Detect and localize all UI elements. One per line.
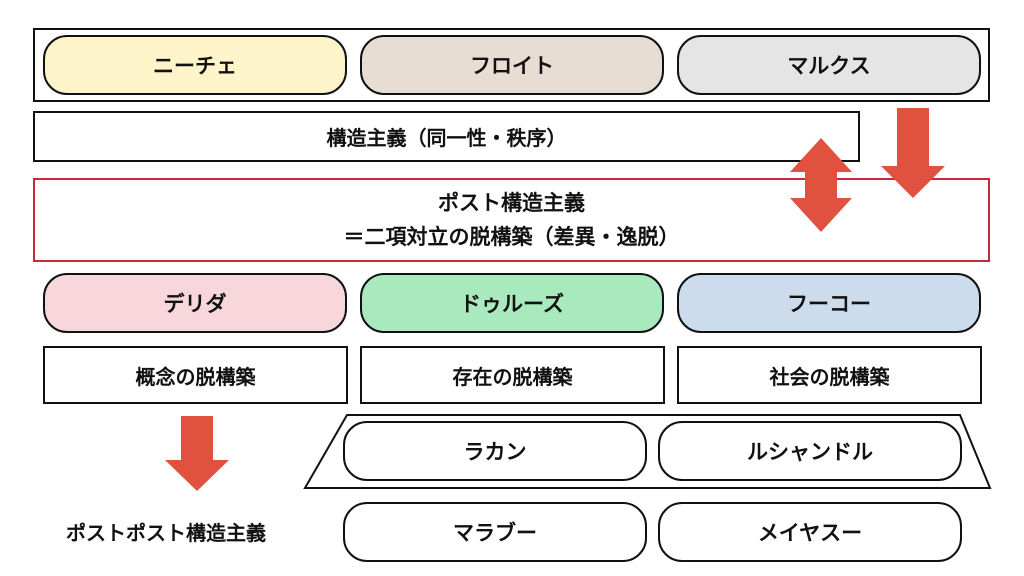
- thinker-malabou: マラブー: [343, 502, 647, 562]
- thinker-marx: マルクス: [677, 35, 981, 95]
- thinker-meillassoux: メイヤスー: [658, 502, 962, 562]
- thinker-derrida: デリダ: [43, 273, 347, 333]
- post-post-structuralism-label: ポストポスト構造主義: [66, 521, 266, 545]
- double-arrow-icon: [790, 138, 852, 232]
- thinker-freud: フロイト: [360, 35, 664, 95]
- down-arrow-icon: [165, 416, 229, 491]
- deconstruction-concept: 概念の脱構築: [43, 346, 348, 404]
- thinker-lacan: ラカン: [343, 421, 647, 481]
- thinker-nietzsche: ニーチェ: [43, 35, 347, 95]
- deconstruction-existence: 存在の脱構築: [360, 346, 665, 404]
- down-arrow-icon: [881, 108, 945, 198]
- thinker-legendre: ルシャンドル: [658, 421, 962, 481]
- post-structuralism-definition: ＝二項対立の脱構築（差異・逸脱）: [343, 225, 680, 249]
- deconstruction-society: 社会の脱構築: [677, 346, 982, 404]
- post-structuralism-title: ポスト構造主義: [438, 191, 585, 215]
- thinker-deleuze: ドゥルーズ: [360, 273, 664, 333]
- thinker-foucault: フーコー: [677, 273, 981, 333]
- structuralism-box: 構造主義（同一性・秩序）: [33, 111, 860, 162]
